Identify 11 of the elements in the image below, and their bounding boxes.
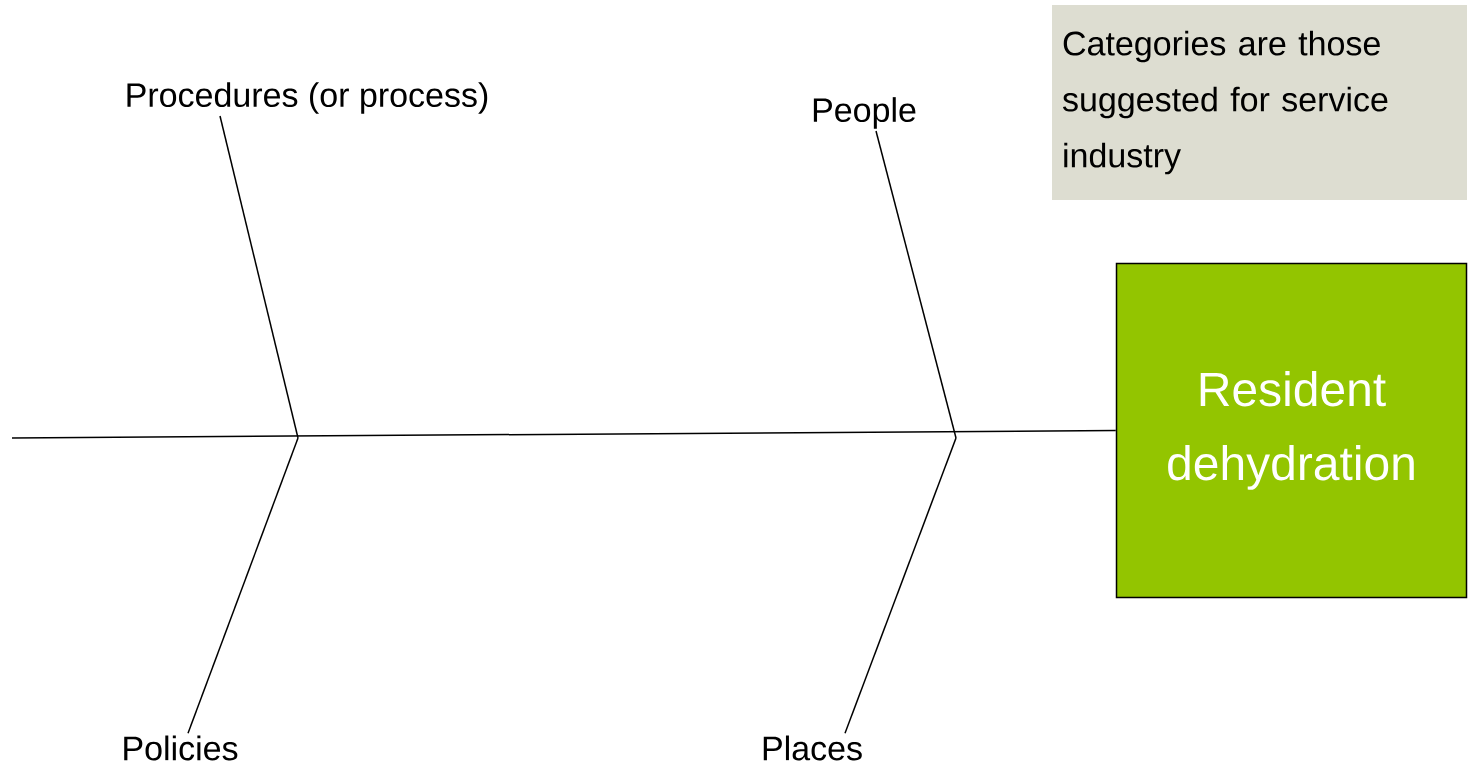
bone-line [219,115,299,439]
note-box: Categories are those suggested for service industry [1052,5,1467,200]
spine-line [11,429,1117,439]
bone-line [875,130,957,439]
category-label: Procedures (or process) [127,82,488,114]
bone-line [187,437,299,735]
category-label: Policies [124,735,238,761]
bone-line [844,437,957,735]
category-label: People [813,97,916,129]
category-label: Places [763,735,862,761]
effect-box: Resident dehydration [1115,262,1468,599]
